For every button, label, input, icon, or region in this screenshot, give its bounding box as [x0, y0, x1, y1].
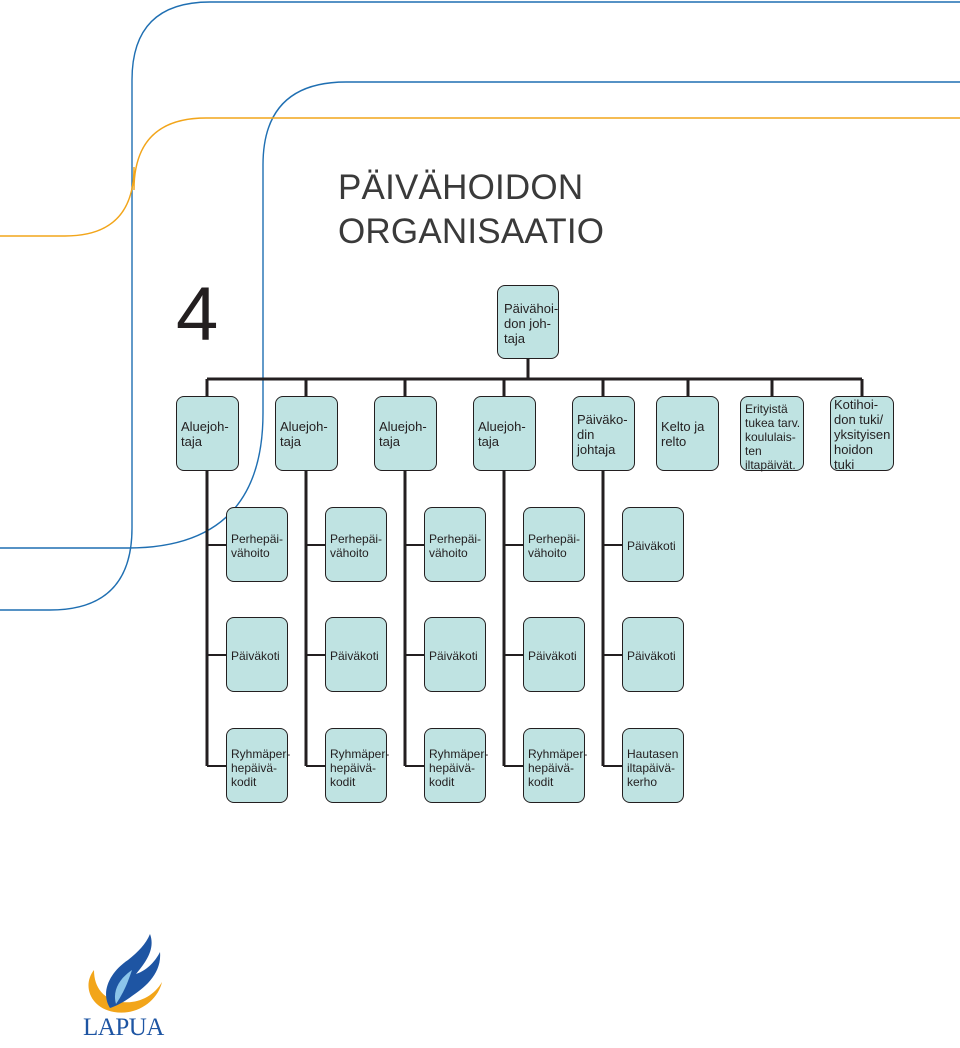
page-title: PÄIVÄHOIDON ORGANISAATIO — [338, 166, 604, 254]
orange-curve — [0, 117, 960, 237]
level3-label: Päiväkoti — [231, 649, 280, 663]
lapua-logo-icon — [88, 934, 162, 1013]
level3-box: Päiväkoti — [523, 617, 585, 692]
level4-box: Ryhmäper- hepäivä- kodit — [325, 728, 390, 803]
level1-box: Kotihoi- don tuki/ yksityisen hoidon tuk… — [830, 396, 894, 472]
level1-box: Erityistä tukea tarv. koululais- ten ilt… — [740, 396, 804, 472]
level1-label: Kelto ja relto — [661, 419, 705, 449]
logo-text: LAPUA — [83, 1014, 164, 1041]
level1-label: Aluejoh- taja — [181, 419, 229, 449]
page-number: 4 — [176, 272, 219, 357]
level3-label: Päiväkoti — [528, 649, 577, 663]
level3-label: Päiväkoti — [627, 649, 676, 663]
level3-box: Päiväkoti — [226, 617, 288, 692]
level2-label: Perhepäi- vähoito — [528, 532, 581, 560]
level2-box: Perhepäi- vähoito — [226, 507, 288, 582]
level3-label: Päiväkoti — [429, 649, 478, 663]
inner-blue-curve — [0, 81, 960, 549]
logo-orange-swirl — [88, 970, 162, 1013]
level4-label: Ryhmäper- hepäivä- kodit — [528, 747, 588, 789]
level2-label: Perhepäi- vähoito — [429, 532, 482, 560]
level3-box: Päiväkoti — [424, 617, 486, 692]
level1-box: Aluejoh- taja — [374, 396, 437, 471]
level1-box: Päiväko- din johtaja — [572, 396, 635, 471]
level4-box: Ryhmäper- hepäivä- kodit — [226, 728, 291, 803]
level1-box: Aluejoh- taja — [176, 396, 239, 471]
outer-blue-curve — [0, 1, 960, 611]
level4-box: Ryhmäper- hepäivä- kodit — [523, 728, 588, 803]
level2-label: Perhepäi- vähoito — [231, 532, 284, 560]
level2-box: Päiväkoti — [622, 507, 684, 582]
level2-box: Perhepäi- vähoito — [424, 507, 486, 582]
root-box: Päivähoi- don joh- taja — [497, 285, 559, 359]
level1-box: Aluejoh- taja — [473, 396, 536, 471]
level3-box: Päiväkoti — [325, 617, 387, 692]
title-line-1: PÄIVÄHOIDON — [338, 168, 584, 207]
level1-label: Aluejoh- taja — [379, 419, 427, 449]
level3-box: Päiväkoti — [622, 617, 684, 692]
level4-label: Hautasen iltapäivä- kerho — [627, 747, 679, 789]
level3-label: Päiväkoti — [330, 649, 379, 663]
level4-label: Ryhmäper- hepäivä- kodit — [231, 747, 291, 789]
level4-box: Hautasen iltapäivä- kerho — [622, 728, 684, 803]
level4-label: Ryhmäper- hepäivä- kodit — [429, 747, 489, 789]
level2-label: Perhepäi- vähoito — [330, 532, 383, 560]
level1-label: Aluejoh- taja — [478, 419, 526, 449]
level1-label: Kotihoi- don tuki/ yksityisen hoidon tuk… — [834, 397, 891, 472]
level1-label: Erityistä tukea tarv. koululais- ten ilt… — [745, 402, 801, 472]
logo-light-wave — [114, 970, 132, 1004]
level4-label: Ryhmäper- hepäivä- kodit — [330, 747, 390, 789]
level1-label: Päiväko- din johtaja — [577, 412, 628, 457]
title-line-2: ORGANISAATIO — [338, 212, 605, 251]
level4-box: Ryhmäper- hepäivä- kodit — [424, 728, 489, 803]
level1-box: Aluejoh- taja — [275, 396, 338, 471]
level2-label: Päiväkoti — [627, 539, 676, 553]
level2-box: Perhepäi- vähoito — [325, 507, 387, 582]
root-label: Päivähoi- don joh- taja — [504, 301, 559, 346]
level1-label: Aluejoh- taja — [280, 419, 328, 449]
level2-box: Perhepäi- vähoito — [523, 507, 585, 582]
level1-box: Kelto ja relto — [656, 396, 719, 471]
